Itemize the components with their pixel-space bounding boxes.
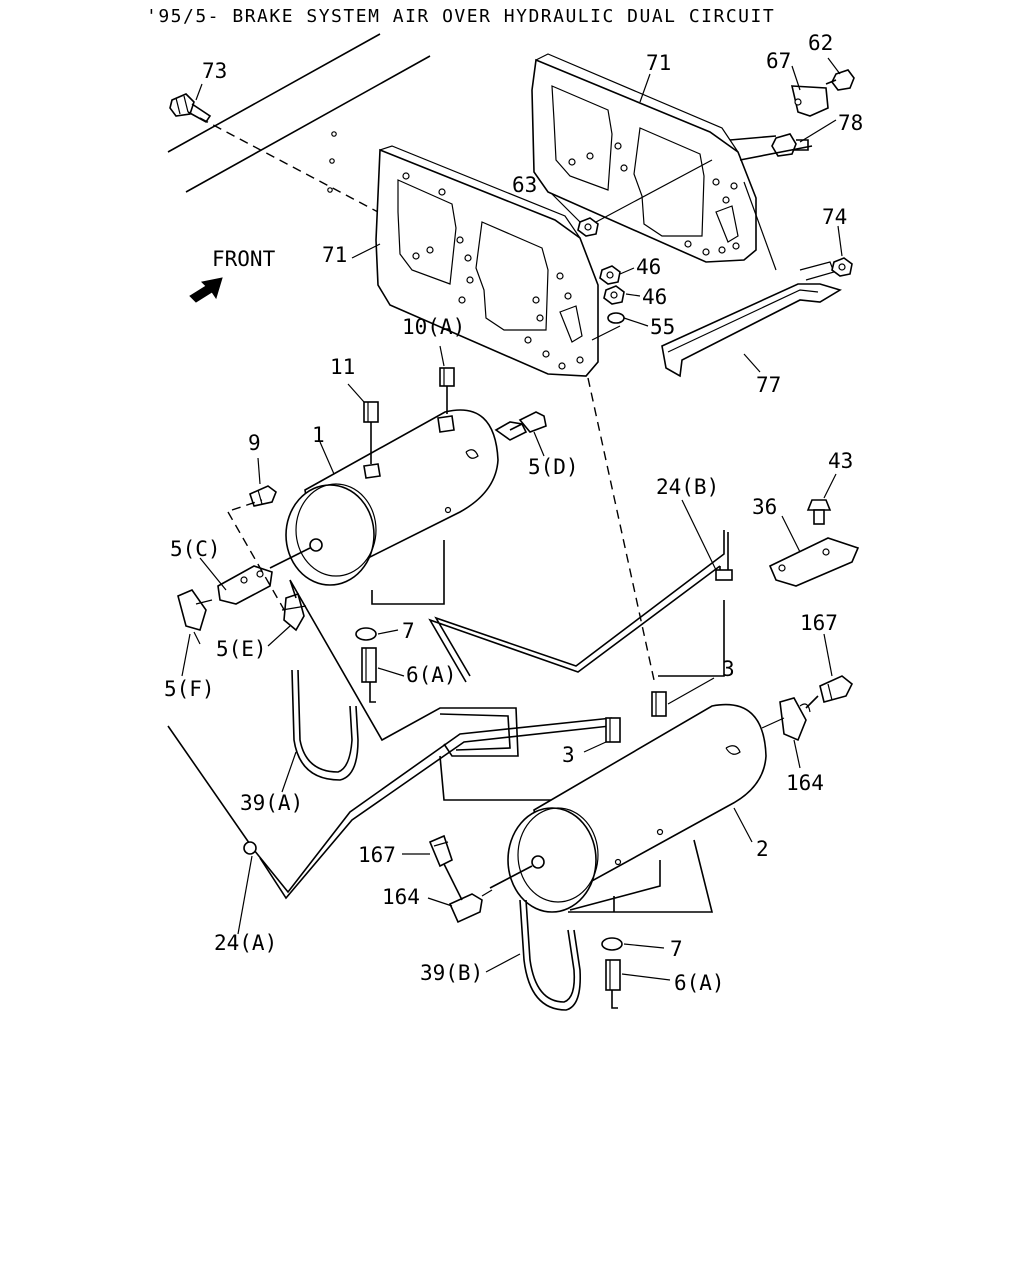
hose-39a: [291, 669, 359, 781]
fitting-5d: [509, 411, 547, 433]
callout-46-lower: 46: [642, 285, 667, 309]
leader-lines: [181, 57, 843, 981]
tee-164-right: [761, 697, 807, 742]
hose-39b: [519, 899, 582, 1011]
bracket-2-lower: [568, 839, 714, 913]
callout-55: 55: [650, 315, 675, 339]
callout-24a: 24(A): [214, 931, 277, 955]
callout-5d: 5(D): [528, 455, 579, 479]
fitting-10a: [439, 367, 455, 414]
bolt-73: [169, 93, 212, 124]
callout-77: 77: [756, 373, 781, 397]
callout-78: 78: [838, 111, 863, 135]
drain-cock-6a-lower: [605, 959, 621, 1009]
valve-167-right: [799, 675, 854, 713]
pipe-24b: [428, 530, 725, 683]
callout-9: 9: [248, 431, 261, 455]
callout-39a: 39(A): [240, 791, 303, 815]
callout-1: 1: [312, 423, 325, 447]
callout-7-upper: 7: [402, 619, 415, 643]
callout-24b: 24(B): [656, 475, 719, 499]
dashed-guide-2: [587, 377, 655, 681]
callout-3-right: 3: [722, 657, 735, 681]
tee-5c: [217, 499, 291, 621]
washer-7-upper: [355, 627, 377, 641]
callout-2: 2: [756, 837, 769, 861]
callout-71-right: 71: [646, 51, 671, 75]
nut-46-upper: [599, 265, 621, 285]
callout-6a-lower: 6(A): [674, 971, 725, 995]
valve-167-left: [428, 834, 453, 868]
bracket-71-left: [375, 145, 599, 377]
front-label: FRONT: [212, 247, 276, 271]
callout-43: 43: [828, 449, 853, 473]
tee-5f: [177, 589, 213, 645]
bracket-67: [790, 69, 855, 117]
callout-67: 67: [766, 49, 791, 73]
nut-74: [831, 257, 853, 277]
air-tank-1: [269, 409, 528, 586]
callout-63: 63: [512, 173, 537, 197]
callout-5f: 5(F): [164, 677, 215, 701]
callout-46-upper: 46: [636, 255, 661, 279]
bolt-78: [729, 133, 813, 161]
callout-3-left: 3: [562, 743, 575, 767]
callout-71-left: 71: [322, 243, 347, 267]
bracket-1-lower: [371, 540, 445, 605]
callout-10a: 10(A): [402, 315, 465, 339]
tee-5e: [281, 592, 307, 632]
callout-5e: 5(E): [216, 637, 267, 661]
valve-9: [249, 485, 277, 507]
pipe-5e-link: [289, 579, 519, 757]
callout-7-lower: 7: [670, 937, 683, 961]
callout-6a-upper: 6(A): [406, 663, 457, 687]
fitting-11: [363, 401, 379, 464]
washer-7-lower: [601, 937, 623, 951]
callout-167-right: 167: [800, 611, 838, 635]
washer-55: [591, 312, 625, 341]
tee-164-left: [443, 863, 493, 924]
nut-46-lower: [603, 285, 625, 305]
callout-labels: 73 71 71 67 62 78 63 74 46 46 55 77 10(A…: [164, 31, 863, 995]
bracket-36: [768, 537, 860, 587]
callout-36: 36: [752, 495, 777, 519]
callout-62: 62: [808, 31, 833, 55]
pipe-24a: [167, 717, 613, 894]
callout-39b: 39(B): [420, 961, 483, 985]
callout-164-left: 164: [382, 885, 420, 909]
nut-63: [577, 159, 713, 237]
callout-73: 73: [202, 59, 227, 83]
air-tank-2: [489, 703, 767, 913]
front-arrow-icon: [189, 277, 223, 303]
callout-164-right: 164: [786, 771, 824, 795]
drain-cock-6a-upper: [361, 647, 377, 703]
callout-74: 74: [822, 205, 847, 229]
callout-167-left: 167: [358, 843, 396, 867]
diagram-title: '95/5- BRAKE SYSTEM AIR OVER HYDRAULIC D…: [146, 6, 775, 27]
frame-rail: [167, 33, 431, 213]
callout-11: 11: [330, 355, 355, 379]
bolt-43: [806, 499, 832, 525]
callout-5c: 5(C): [170, 537, 221, 561]
